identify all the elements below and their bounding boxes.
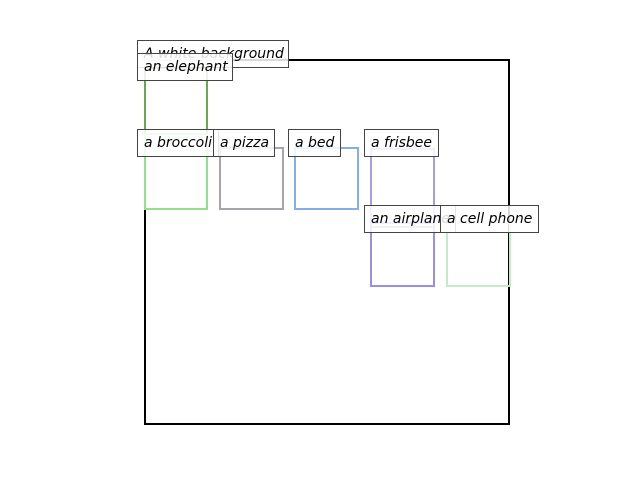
label-cell-phone: a cell phone [440,205,539,233]
label-pizza: a pizza [213,129,275,157]
label-frisbee: a frisbee [364,129,439,157]
label-broccoli: a broccoli [137,129,219,157]
label-bed: a bed [288,129,341,157]
label-elephant: an elephant [137,53,233,81]
